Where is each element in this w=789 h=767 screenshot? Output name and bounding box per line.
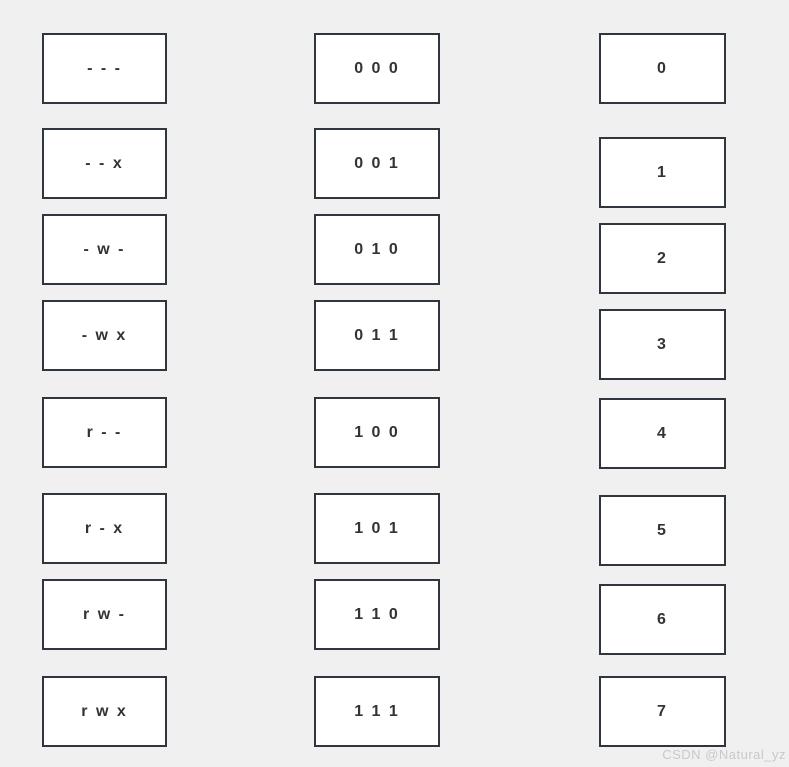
octal-box: 3 bbox=[599, 309, 726, 380]
binary-box: 0 0 1 bbox=[314, 128, 440, 199]
permission-box: r - - bbox=[42, 397, 167, 468]
permission-box: r w x bbox=[42, 676, 167, 747]
binary-box: 1 1 0 bbox=[314, 579, 440, 650]
octal-box: 4 bbox=[599, 398, 726, 469]
binary-box: 0 0 0 bbox=[314, 33, 440, 104]
binary-box: 0 1 1 bbox=[314, 300, 440, 371]
permission-box: - w - bbox=[42, 214, 167, 285]
binary-box: 1 0 1 bbox=[314, 493, 440, 564]
octal-box: 5 bbox=[599, 495, 726, 566]
permission-box: - - x bbox=[42, 128, 167, 199]
octal-box: 7 bbox=[599, 676, 726, 747]
binary-box: 0 1 0 bbox=[314, 214, 440, 285]
permission-box: - - - bbox=[42, 33, 167, 104]
binary-box: 1 0 0 bbox=[314, 397, 440, 468]
watermark: CSDN @Natural_yz bbox=[662, 747, 786, 762]
octal-box: 1 bbox=[599, 137, 726, 208]
octal-box: 2 bbox=[599, 223, 726, 294]
binary-box: 1 1 1 bbox=[314, 676, 440, 747]
octal-box: 6 bbox=[599, 584, 726, 655]
permission-box: - w x bbox=[42, 300, 167, 371]
permission-box: r w - bbox=[42, 579, 167, 650]
octal-box: 0 bbox=[599, 33, 726, 104]
permission-box: r - x bbox=[42, 493, 167, 564]
